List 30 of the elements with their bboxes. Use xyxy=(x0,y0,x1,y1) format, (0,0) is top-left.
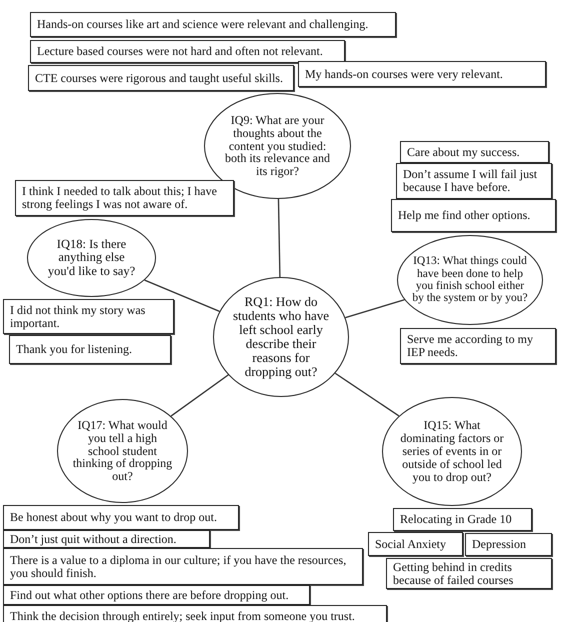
response-box: Lecture based courses were not hard and often not relevant. xyxy=(30,40,345,63)
response-box: Serve me according to my IEP needs. xyxy=(400,328,556,364)
question-circle: IQ18: Is there anything else you'd like to say? xyxy=(27,219,156,297)
response-box: Relocating in Grade 10 xyxy=(393,508,532,531)
connector-line xyxy=(345,299,405,318)
response-box: Think the decision through entirely; seek input from someone you trust. xyxy=(3,605,387,622)
response-box: CTE courses were rigorous and taught useful skills. xyxy=(28,65,294,91)
response-box: Getting behind in credits because of failed courses xyxy=(386,558,552,589)
connector-line xyxy=(334,372,400,416)
response-box: My hands-on courses were very relevant. xyxy=(298,61,546,87)
question-circle: IQ17: What would you tell a high school student thinking of dropping out? xyxy=(57,399,188,503)
response-box: Don’t assume I will fail just because I have before. xyxy=(396,163,552,199)
question-circle: RQ1: How do students who have left school early describe their reasons for dropping out? xyxy=(213,277,349,397)
connector-line xyxy=(278,198,281,278)
response-box: I think I needed to talk about this; I have strong feelings I was not aware of. xyxy=(15,180,234,216)
response-box: Hands-on courses like art and science were relevant and challenging. xyxy=(30,12,396,37)
response-box: Social Anxiety xyxy=(368,532,463,556)
connector-line xyxy=(170,374,229,417)
connector-line xyxy=(144,280,220,312)
response-box: Be honest about why you want to drop out. xyxy=(3,505,239,530)
question-circle: IQ13: What things could have been done to help you finish school either by the system or by you? xyxy=(397,235,543,325)
question-circle: IQ15: What dominating factors or series of events in or outside of school led you to drop out? xyxy=(382,397,522,506)
response-box: I did not think my story was important. xyxy=(3,299,174,334)
response-box: Thank you for listening. xyxy=(9,335,171,364)
response-box: Care about my success. xyxy=(400,141,549,163)
response-box: Help me find other options. xyxy=(391,199,556,232)
response-box: Don’t just quit without a direction. xyxy=(3,530,210,548)
response-box: There is a value to a diploma in our culture; if you have the resources, you should finish. xyxy=(3,548,363,585)
response-box: Depression xyxy=(465,533,552,556)
response-box: Find out what other options there are before dropping out. xyxy=(3,585,310,605)
